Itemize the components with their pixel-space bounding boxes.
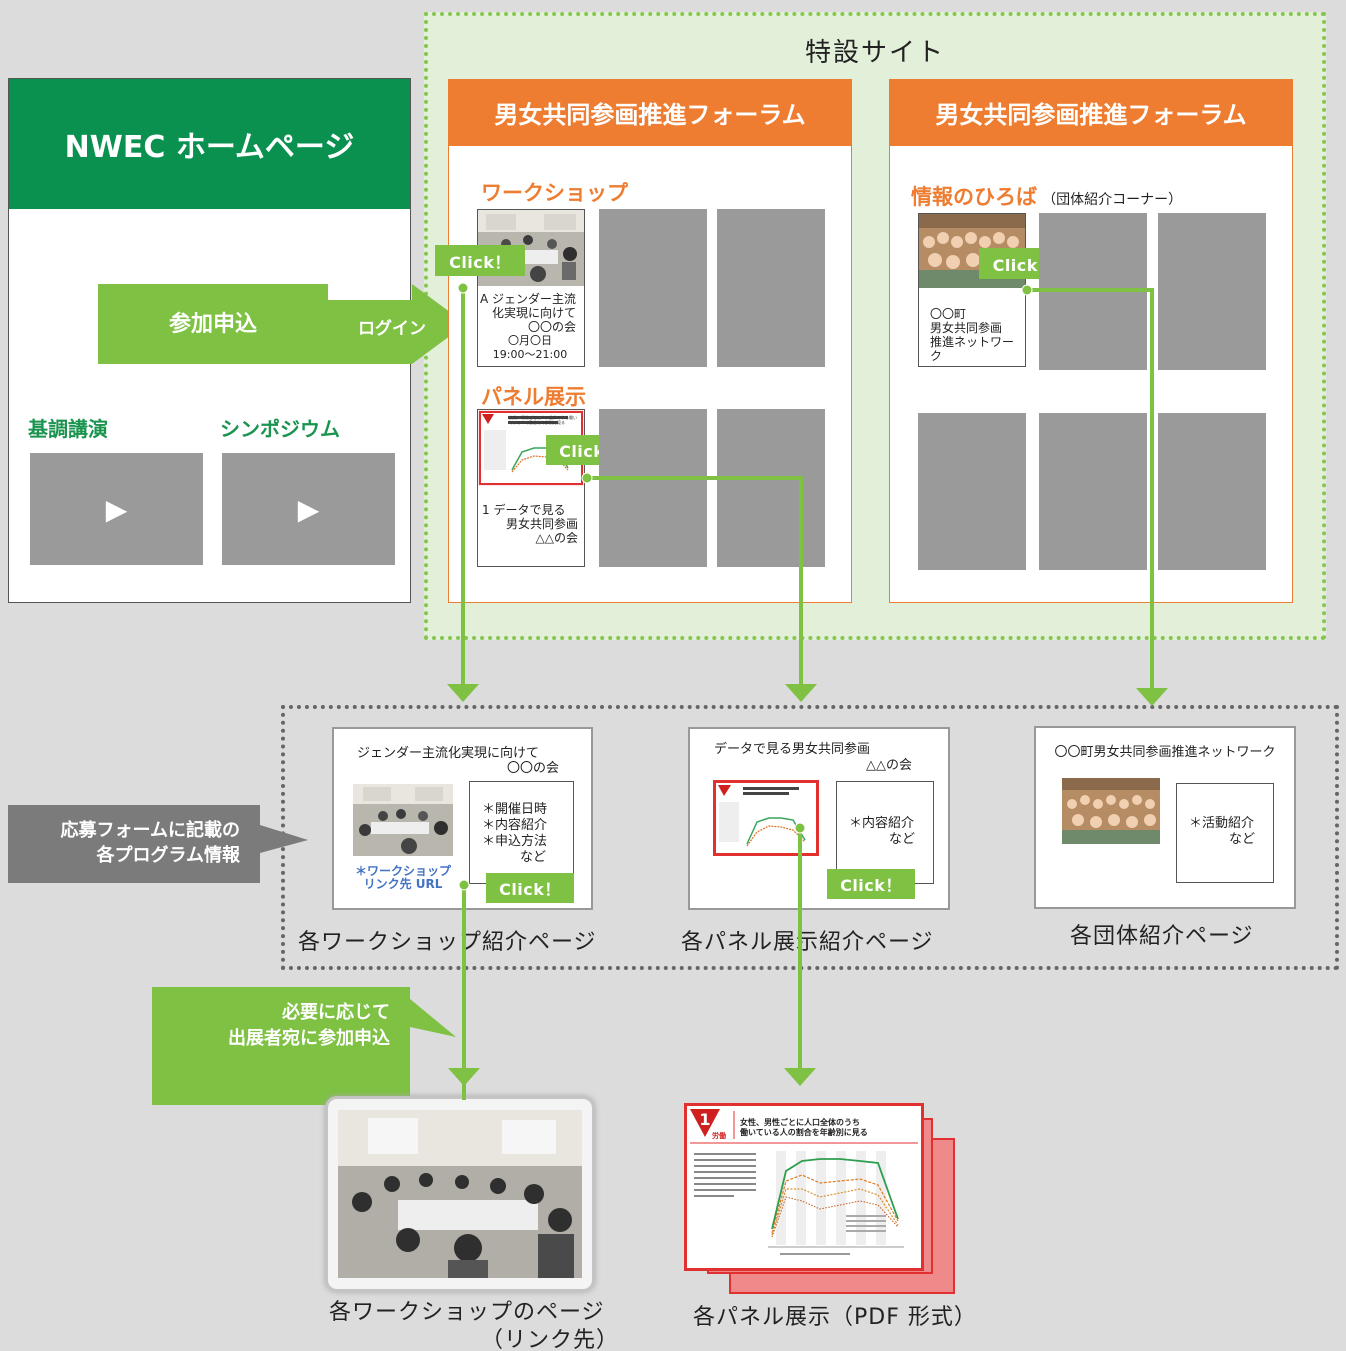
- workshop-link-line: ＊ワークショップ: [354, 864, 451, 878]
- org-intro-title: 〇〇町男女共同参画推進ネットワーク: [1054, 745, 1276, 760]
- form-info-callout-text: 応募フォームに記載の 各プログラム情報: [8, 818, 258, 868]
- workshop-placeholder: [717, 209, 825, 367]
- workshop-card-text: A ジェンダー主流 化実現に向けて 〇〇の会 〇月〇日 19:00～21:00: [480, 292, 580, 362]
- panel-card-line: 男女共同参画: [505, 517, 578, 531]
- nwec-homepage-title: NWEC ホームページ: [64, 130, 355, 165]
- org-card-line: 推進ネットワーク: [930, 335, 1015, 363]
- arrow-head: [1136, 688, 1168, 706]
- workshop-placeholder: [599, 209, 707, 367]
- workshop-detail-item: ＊開催日時: [482, 802, 548, 817]
- workshop-intro-photo: [353, 784, 453, 856]
- panel-card-line: 1 データで見る: [482, 503, 566, 517]
- workshop-card-line: 〇〇の会: [527, 320, 576, 334]
- panel-intro-click-button[interactable]: Click！: [827, 869, 915, 899]
- panel-intro-caption: 各パネル展示紹介ページ: [681, 930, 934, 955]
- workshop-intro-caption: 各ワークショップ紹介ページ: [298, 930, 597, 955]
- workshop-card-line: 〇月〇日: [508, 334, 552, 347]
- workshop-intro-title: ジェンダー主流化実現に向けて 〇〇の会: [357, 746, 559, 776]
- symposium-label: シンポジウム: [220, 417, 340, 441]
- org-placeholder: [918, 413, 1026, 570]
- login-label: ログイン: [358, 319, 426, 339]
- nwec-homepage-header: NWEC ホームページ: [9, 79, 410, 209]
- workshop-click-button[interactable]: Click！: [435, 245, 525, 276]
- panel-intro-title: データで見る男女共同参画 △△の会: [714, 742, 912, 774]
- workshop-intro-details: ＊開催日時 ＊内容紹介 ＊申込方法 など: [469, 781, 574, 884]
- forum-right-header: 男女共同参画推進フォーラム: [889, 79, 1293, 146]
- panel-intro-details: ＊内容紹介 など: [836, 781, 934, 884]
- play-icon: ▶: [297, 492, 320, 526]
- callout-line: 応募フォームに記載の: [60, 820, 240, 841]
- final-workshop-caption-line: 各ワークショップのページ: [329, 1300, 605, 1325]
- org-intro-caption: 各団体紹介ページ: [1070, 924, 1254, 949]
- apply-note-line: 必要に応じて: [282, 1002, 390, 1023]
- workshop-detail-item: ＊申込方法: [482, 834, 548, 849]
- callout-line: 各プログラム情報: [96, 845, 240, 866]
- final-workshop-photo[interactable]: [338, 1110, 582, 1278]
- pdf-slide-title-line: 働いている人の割合を年齢別に見る: [740, 1128, 868, 1137]
- apply-note-text: 必要に応じて 出展者宛に参加申込: [152, 1000, 410, 1052]
- special-site-title: 特設サイト: [804, 38, 945, 68]
- workshop-intro-title-line: 〇〇の会: [507, 761, 560, 776]
- workshop-link-url[interactable]: ＊ワークショップ リンク先 URL: [353, 865, 453, 891]
- apply-note-line: 出展者宛に参加申込: [228, 1028, 390, 1049]
- play-icon: ▶: [105, 492, 128, 526]
- workshop-intro-title-line: ジェンダー主流化実現に向けて: [357, 746, 540, 761]
- workshop-detail-item: ＊内容紹介: [482, 818, 548, 833]
- info-plaza-heading: 情報のひろば （団体紹介コーナー）: [911, 181, 1182, 211]
- form-info-callout: [8, 805, 308, 883]
- arrow-head: [784, 1068, 816, 1086]
- org-placeholder: [1039, 213, 1147, 370]
- info-plaza-note: （団体紹介コーナー）: [1042, 192, 1183, 208]
- org-card-line: 男女共同参画: [930, 321, 1003, 335]
- final-workshop-caption-line: （リンク先）: [481, 1328, 620, 1351]
- workshop-label: ワークショップ: [481, 181, 628, 205]
- workshop-detail-item: など: [520, 850, 547, 865]
- org-placeholder: [1158, 213, 1266, 370]
- panel-intro-thumbnail: [713, 780, 819, 856]
- panel-placeholder: [717, 409, 825, 567]
- panel-placeholder: [599, 409, 707, 567]
- panel-intro-title-line: △△の会: [866, 758, 912, 773]
- apply-note-callout: [152, 987, 456, 1105]
- panel-card-text: 1 データで見る 男女共同参画 △△の会: [482, 503, 578, 545]
- apply-button[interactable]: 参加申込: [168, 312, 257, 337]
- pdf-slide-title: 女性、男性ごとに人口全体のうち 働いている人の割合を年齢別に見る: [740, 1118, 868, 1138]
- org-intro-photo: [1062, 778, 1160, 844]
- panel-mini-slide-title: 女性、男性ごとに人口全体のうち働いている人の割合を年齢別に見る: [509, 415, 577, 425]
- symposium-video[interactable]: ▶: [222, 453, 395, 565]
- org-placeholder: [1158, 413, 1266, 570]
- keynote-video[interactable]: ▶: [30, 453, 203, 565]
- pdf-slide-title-line: 女性、男性ごとに人口全体のうち: [740, 1118, 860, 1127]
- org-detail-item: など: [1229, 832, 1256, 847]
- workshop-card-line: A ジェンダー主流: [480, 292, 577, 306]
- arrow-head: [447, 684, 479, 702]
- pdf-badge-label: 労働: [712, 1132, 726, 1140]
- org-placeholder: [1039, 413, 1147, 570]
- workshop-card-line: 化実現に向けて: [491, 306, 576, 320]
- workshop-intro-click-button[interactable]: Click！: [486, 873, 574, 903]
- org-detail-item: ＊活動紹介: [1189, 816, 1255, 831]
- pdf-slide-graphic: [690, 1109, 918, 1255]
- panel-detail-item: ＊内容紹介: [849, 816, 915, 831]
- panel-label: パネル展示: [481, 385, 586, 409]
- final-panel-caption: 各パネル展示（PDF 形式）: [693, 1305, 977, 1330]
- panel-detail-item: など: [889, 832, 916, 847]
- org-card-text: 〇〇町 男女共同参画 推進ネットワーク: [930, 307, 1022, 363]
- apply-arrow: [98, 284, 466, 364]
- workshop-card-line: 19:00～21:00: [492, 348, 568, 361]
- forum-left-header: 男女共同参画推進フォーラム: [448, 79, 852, 146]
- org-intro-details: ＊活動紹介 など: [1176, 783, 1274, 883]
- workshop-link-line: リンク先 URL: [363, 877, 443, 891]
- keynote-label: 基調講演: [28, 417, 108, 441]
- arrow-head: [785, 684, 817, 702]
- org-card-line: 〇〇町: [930, 307, 967, 321]
- info-plaza-label: 情報のひろば: [911, 185, 1037, 209]
- panel-card-line: △△の会: [535, 531, 578, 545]
- panel-intro-title-line: データで見る男女共同参画: [714, 742, 871, 757]
- pdf-badge-number: 1: [699, 1110, 711, 1129]
- final-workshop-caption: 各ワークショップのページ （リンク先）: [329, 1299, 619, 1351]
